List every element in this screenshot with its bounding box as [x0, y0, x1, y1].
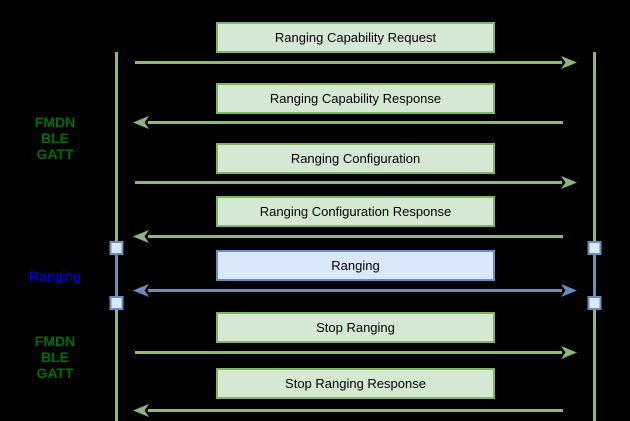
ranging-end-marker-left	[109, 296, 124, 310]
section-label-line: GATT	[36, 146, 74, 162]
message-label: Stop Ranging	[316, 320, 395, 335]
section-label-line: GATT	[36, 365, 74, 381]
ranging-start-marker-right	[587, 241, 602, 255]
message-label: Ranging Configuration	[290, 151, 421, 166]
message-box-ranging: Ranging	[216, 250, 495, 281]
message-label: Ranging	[331, 258, 380, 273]
message-label: Ranging Capability Request	[274, 30, 437, 45]
message-box-stop-ranging-response: Stop Ranging Response	[216, 368, 495, 399]
section-label-line: BLE	[41, 130, 69, 146]
message-label: Stop Ranging Response	[285, 376, 426, 391]
ranging-start-marker-left	[109, 241, 124, 255]
section-label-line: FMDN	[34, 333, 76, 349]
section-label-line: FMDN	[34, 114, 76, 130]
message-box-ranging-configuration: Ranging Configuration	[216, 143, 495, 174]
message-box-ranging-capability-response: Ranging Capability Response	[216, 83, 495, 114]
section-label-fmdn-ble-gatt-top: FMDN BLE GATT	[0, 114, 110, 162]
section-label-fmdn-ble-gatt-bottom: FMDN BLE GATT	[0, 333, 110, 381]
section-label-ranging: Ranging	[0, 268, 110, 284]
section-label-line: BLE	[41, 349, 69, 365]
message-box-stop-ranging: Stop Ranging	[216, 312, 495, 343]
message-box-ranging-capability-request: Ranging Capability Request	[216, 22, 495, 53]
message-label: Ranging Configuration Response	[259, 204, 452, 219]
section-label-line: Ranging	[28, 268, 82, 284]
message-box-ranging-configuration-response: Ranging Configuration Response	[216, 196, 495, 227]
message-label: Ranging Capability Response	[269, 91, 442, 106]
ranging-end-marker-right	[587, 296, 602, 310]
